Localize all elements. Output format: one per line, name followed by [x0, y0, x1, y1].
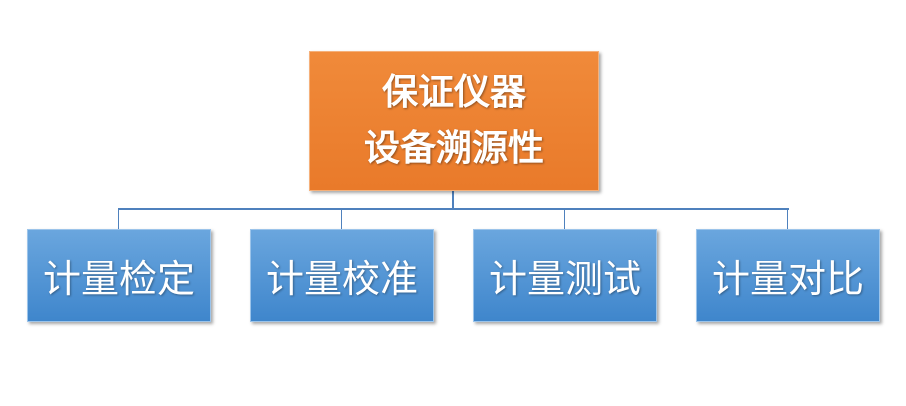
- root-line-1: 保证仪器: [381, 72, 526, 113]
- connector-branch-4: [787, 208, 788, 229]
- child-label: 计量测试: [488, 257, 641, 301]
- child-label: 计量对比: [711, 257, 864, 301]
- child-node-calibration: 计量校准: [250, 229, 434, 322]
- child-node-testing: 计量测试: [473, 229, 657, 322]
- root-line-2: 设备溯源性: [363, 128, 544, 169]
- connector-trunk: [452, 189, 454, 209]
- connector-bar: [118, 208, 789, 210]
- child-label: 计量检定: [42, 257, 195, 301]
- child-node-verification: 计量检定: [27, 229, 211, 322]
- child-label: 计量校准: [265, 257, 418, 301]
- child-node-comparison: 计量对比: [696, 229, 880, 322]
- root-node: 保证仪器 设备溯源性: [309, 51, 599, 191]
- connector-branch-3: [564, 208, 565, 229]
- connector-branch-2: [341, 208, 342, 229]
- connector-branch-1: [118, 208, 119, 229]
